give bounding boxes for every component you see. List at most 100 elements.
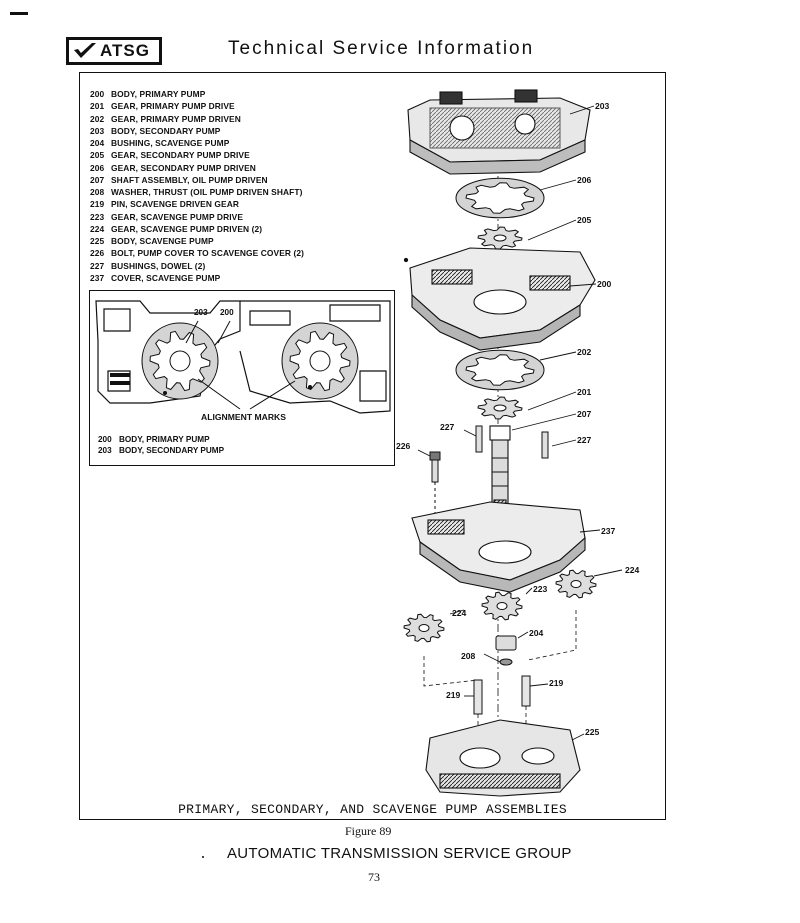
callout-227: 227 — [440, 422, 455, 432]
secondary-pump-body — [407, 89, 591, 175]
callout-227: 227 — [577, 435, 592, 445]
gear-bore — [169, 350, 191, 372]
scavenge-pump-body — [425, 719, 581, 797]
part-description: GEAR, SCAVENGE PUMP DRIVEN (2) — [111, 223, 263, 234]
parts-list-item: 226 BOLT, PUMP COVER TO SCAVENGE COVER (2… — [90, 247, 304, 259]
part-description: BUSHINGS, DOWEL (2) — [111, 260, 206, 271]
gear-teeth — [465, 182, 535, 214]
exploded-pump-diagram — [403, 89, 623, 797]
footer-organization: AUTOMATIC TRANSMISSION SERVICE GROUP — [227, 845, 572, 862]
callout-207: 207 — [577, 409, 592, 419]
parts-list-item: 200 BODY, PRIMARY PUMP — [90, 88, 304, 100]
dowel-bushing — [475, 425, 483, 453]
scavenge-drive-gear — [481, 591, 523, 621]
part-number: 208 — [90, 187, 105, 197]
dowel-bushing — [541, 431, 549, 459]
part-number: 224 — [90, 223, 105, 234]
part-number: 203 — [90, 125, 105, 136]
parts-list-item: 225 BODY, SCAVENGE PUMP — [90, 235, 304, 247]
parts-list-item: 208 WASHER, THRUST (OIL PUMP DRIVEN SHAFT… — [90, 186, 304, 198]
pump-cover-bolt — [429, 451, 441, 520]
inset-callout-200: 200 — [220, 308, 234, 317]
gear-bore — [493, 404, 507, 412]
part-number: 226 — [90, 248, 105, 259]
callout-219: 219 — [446, 690, 461, 700]
scavenge-driven-gear-pin — [521, 675, 531, 707]
part-description: GEAR, PRIMARY PUMP DRIVEN — [111, 113, 241, 124]
part-description: COVER, SCAVENGE PUMP — [111, 272, 221, 283]
scavenge-pump-cover — [411, 501, 586, 593]
primary-drive-gear — [477, 396, 523, 420]
gear-bore — [418, 624, 430, 632]
part-number: 219 — [90, 199, 105, 210]
part-description: BODY, PRIMARY PUMP — [111, 89, 206, 99]
part-number: 205 — [90, 150, 105, 161]
part-number: 206 — [90, 162, 105, 173]
gear-bore — [496, 602, 508, 610]
callout-237: 237 — [601, 526, 616, 536]
callout-202: 202 — [577, 347, 592, 357]
primary-driven-gear — [455, 349, 545, 391]
gear-bore — [493, 234, 507, 242]
part-description: WASHER, THRUST (OIL PUMP DRIVEN SHAFT) — [111, 187, 303, 197]
primary-pump-gear-outline — [141, 322, 219, 400]
callout-223: 223 — [533, 584, 548, 594]
callout-219: 219 — [549, 678, 564, 688]
part-number: 200 — [90, 89, 105, 99]
scavenge-pump-bushing — [495, 635, 517, 651]
gear-teeth — [465, 354, 535, 386]
page-corner-mark — [10, 12, 28, 15]
callout-206: 206 — [577, 175, 592, 185]
footer-dot — [202, 856, 204, 858]
alignment-marks-label: ALIGNMENT MARKS — [201, 412, 286, 422]
part-description: GEAR, SECONDARY PUMP DRIVEN — [111, 162, 256, 173]
parts-list-item: 202 GEAR, PRIMARY PUMP DRIVEN — [90, 113, 304, 125]
primary-pump-body — [403, 247, 596, 351]
part-number: 202 — [90, 113, 105, 124]
figure-caption: PRIMARY, SECONDARY, AND SCAVENGE PUMP AS… — [178, 802, 567, 817]
parts-list-item: 224 GEAR, SCAVENGE PUMP DRIVEN (2) — [90, 223, 304, 235]
callout-203: 203 — [595, 101, 610, 111]
atsg-logo: ATSG — [66, 37, 162, 65]
part-number: 207 — [90, 174, 105, 185]
figure-number: Figure 89 — [345, 824, 392, 838]
scavenge-driven-gear — [555, 569, 597, 599]
figure-frame — [79, 72, 666, 820]
part-description: PIN, SCAVENGE DRIVEN GEAR — [111, 199, 239, 210]
part-description: BOLT, PUMP COVER TO SCAVENGE COVER (2) — [111, 248, 305, 259]
thrust-washer — [499, 658, 513, 666]
part-number: 225 — [90, 236, 105, 246]
callout-224: 224 — [625, 565, 640, 575]
secondary-drive-gear — [477, 226, 523, 250]
part-description: BUSHING, SCAVENGE PUMP — [111, 138, 230, 148]
secondary-driven-gear — [455, 177, 545, 219]
parts-list-item: 237 COVER, SCAVENGE PUMP — [90, 272, 304, 284]
callout-205: 205 — [577, 215, 592, 225]
parts-list-item: 206 GEAR, SECONDARY PUMP DRIVEN — [90, 162, 304, 174]
callout-208: 208 — [461, 651, 476, 661]
part-number: 237 — [90, 272, 105, 283]
part-description: GEAR, SCAVENGE PUMP DRIVE — [111, 211, 244, 222]
scavenge-driven-gear — [403, 613, 445, 643]
inset-illustration — [95, 300, 391, 414]
part-number: 201 — [90, 101, 105, 112]
callout-225: 225 — [585, 727, 600, 737]
gear-bore — [309, 350, 331, 372]
callout-224: 224 — [452, 608, 467, 618]
page-number: 73 — [368, 870, 380, 884]
gear-bore — [570, 580, 582, 588]
inset-callout-203: 203 — [194, 308, 208, 317]
part-description: BODY, SCAVENGE PUMP — [111, 236, 214, 246]
page-title: Technical Service Information — [228, 38, 535, 59]
callout-226: 226 — [396, 441, 411, 451]
